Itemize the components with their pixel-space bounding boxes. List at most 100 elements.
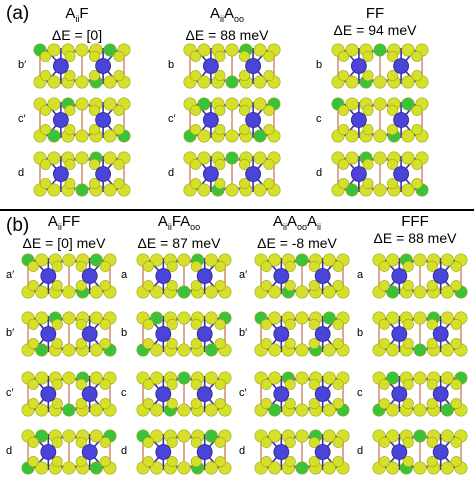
row-label: d [357,445,364,457]
sulfur-atom [322,371,336,385]
row-label: d [6,445,13,457]
sulfur-atom [51,338,63,350]
model-name: AiiAoo [167,6,287,27]
structure-model [136,429,232,475]
sulfur-atom [450,436,462,448]
metal-atom [245,166,262,182]
sulfur-atom [308,318,320,330]
sulfur-atom [27,318,39,330]
sulfur-atom [378,456,390,468]
sulfur-atom [378,378,390,390]
sulfur-atom [345,97,359,111]
sulfur-atom [322,311,336,325]
sulfur-atom [89,461,103,475]
sulfur-atom [362,50,374,62]
sulfur-atom [35,461,49,475]
sulfur-atom [426,378,438,390]
sulfur-atom [197,43,211,57]
sulfur-atom [113,104,125,116]
sulfur-atom [308,436,320,448]
sulfur-atom [204,285,218,299]
sulfur-atom [89,285,103,299]
structure-model [136,311,232,357]
model-subscript: ii [219,14,224,24]
sulfur-atom [142,436,154,448]
sulfur-atom [450,260,462,272]
metal-atom [95,166,112,182]
row-label: b [357,327,364,339]
sulfur-atom [225,75,239,89]
row-label: c′ [239,387,247,399]
sulfur-atom [177,461,191,475]
sulfur-atom [197,97,211,111]
sulfur-atom [268,343,282,357]
sulfur-atom [177,311,191,325]
structure-model [183,43,281,89]
metal-atom [273,326,290,342]
sulfur-atom [166,378,178,390]
sulfur-atom [75,338,87,350]
sulfur-atom [253,75,267,89]
sulfur-atom [214,104,226,116]
sulfur-atom [440,371,454,385]
sulfur-atom [214,280,226,292]
sulfur-atom [190,398,202,410]
sulfur-atom [386,70,398,82]
sulfur-atom [150,403,164,417]
structure-model [331,43,429,89]
sulfur-atom [426,456,438,468]
sulfur-atom [75,456,87,468]
metal-atom [202,112,219,128]
model-text: FF [61,213,81,230]
sulfur-atom [386,178,398,190]
metal-atom [202,58,219,74]
sulfur-atom [89,311,103,325]
metal-atom [95,112,112,128]
sulfur-atom [253,97,267,111]
sulfur-atom [99,456,111,468]
sulfur-atom [386,253,400,267]
sulfur-atom [426,338,438,350]
sulfur-atom [190,260,202,272]
sulfur-atom [338,124,350,136]
sulfur-atom [308,398,320,410]
sulfur-atom [263,158,275,170]
model-text: FA [171,213,191,230]
sulfur-atom [204,461,218,475]
sulfur-atom [378,260,390,272]
sulfur-atom [386,104,398,116]
sulfur-atom [260,280,272,292]
sulfur-atom [88,178,100,190]
metal-atom [40,268,57,284]
sulfur-atom [197,129,211,143]
metal-atom [52,166,69,182]
sulfur-atom [450,456,462,468]
sulfur-atom [440,429,454,443]
sulfur-atom [177,429,191,443]
sulfur-atom [426,318,438,330]
sulfur-atom [426,280,438,292]
sulfur-atom [386,124,398,136]
sulfur-atom [450,280,462,292]
sulfur-atom [35,343,49,357]
sulfur-atom [35,311,49,325]
sulfur-atom [103,43,117,57]
metal-atom [391,326,408,342]
sulfur-atom [51,260,63,272]
sulfur-atom [253,183,267,197]
sulfur-atom [260,260,272,272]
sulfur-atom [413,285,427,299]
sulfur-atom [214,338,226,350]
sulfur-atom [103,129,117,143]
sulfur-atom [47,183,61,197]
sulfur-atom [238,104,250,116]
sulfur-atom [89,371,103,385]
sulfur-atom [47,43,61,57]
sulfur-atom [62,461,76,475]
row-label: b′ [18,59,27,71]
sulfur-atom [75,151,89,165]
sulfur-atom [142,456,154,468]
sulfur-atom [99,338,111,350]
sulfur-atom [362,158,374,170]
